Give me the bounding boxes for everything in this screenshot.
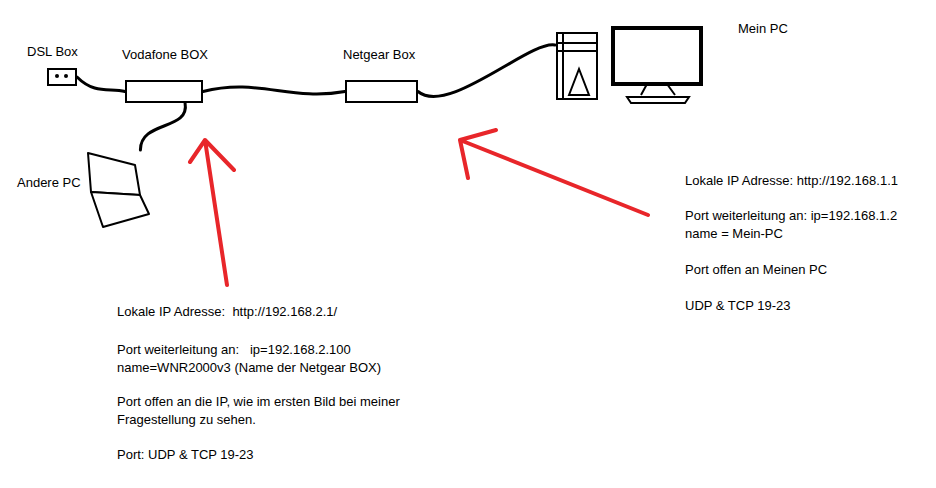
note-text: name=WNR2000v3 (Name der Netgear BOX) bbox=[117, 359, 381, 377]
device-label: Netgear Box bbox=[343, 47, 415, 63]
router-box-outline bbox=[345, 80, 418, 103]
network-cable bbox=[140, 103, 185, 150]
device-label: Andere PC bbox=[17, 175, 81, 191]
network-cable bbox=[203, 87, 345, 94]
dsl-box: DSL Box bbox=[47, 68, 77, 86]
note-text: Port offen an die IP, wie im ersten Bild… bbox=[117, 393, 457, 429]
router-box-outline bbox=[125, 80, 203, 103]
note-text: UDP & TCP 19-23 bbox=[685, 297, 791, 315]
router-box: Vodafone BOX bbox=[125, 80, 203, 103]
laptop-figure-outline bbox=[83, 150, 153, 230]
device-label: Mein PC bbox=[738, 21, 788, 37]
device-label: DSL Box bbox=[27, 44, 78, 60]
router-box: Netgear Box bbox=[345, 80, 418, 103]
network-cable bbox=[77, 77, 125, 92]
network-cable bbox=[418, 45, 555, 97]
laptop-figure: Andere PC bbox=[83, 150, 153, 230]
pc-figure-outline bbox=[555, 25, 705, 105]
note-text: Lokale IP Adresse: http://192.168.1.1 bbox=[685, 172, 898, 190]
note-text: Port weiterleitung an: ip=192.168.2.100 bbox=[117, 341, 351, 359]
pointer-arrow bbox=[460, 130, 648, 215]
device-label: Vodafone BOX bbox=[122, 47, 208, 63]
note-text: Lokale IP Adresse: http://192.168.2.1/ bbox=[117, 303, 337, 321]
dsl-box-outline bbox=[47, 68, 77, 86]
note-text: name = Mein-PC bbox=[685, 225, 783, 243]
pc-figure: Mein PC bbox=[555, 25, 705, 105]
note-text: Port: UDP & TCP 19-23 bbox=[117, 446, 254, 464]
note-text: Port offen an Meinen PC bbox=[685, 261, 827, 279]
note-text: Port weiterleitung an: ip=192.168.1.2 bbox=[685, 207, 897, 225]
pointer-arrow bbox=[190, 140, 234, 285]
